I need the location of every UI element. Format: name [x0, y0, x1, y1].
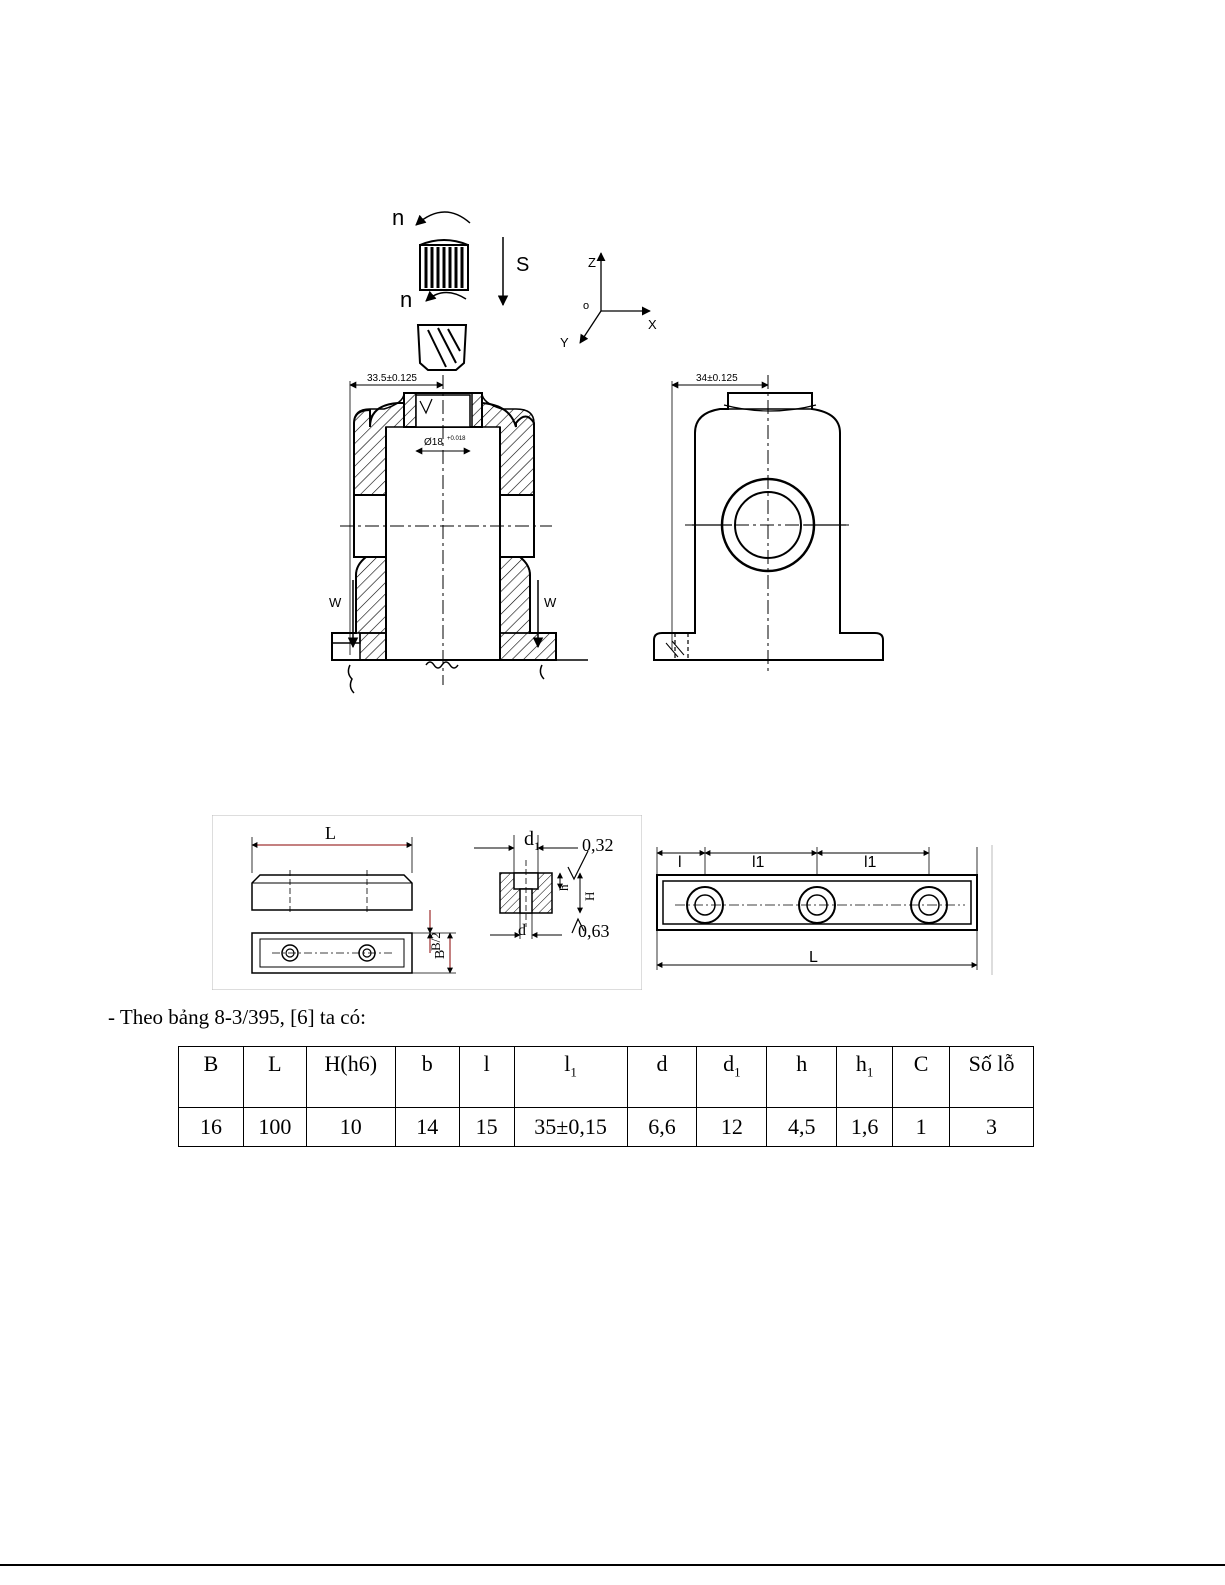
table-cell: 1 [893, 1108, 950, 1147]
table-header-cell: d1 [697, 1047, 767, 1108]
plate-top-view [252, 910, 456, 973]
hole-spacing-label: l1 [752, 854, 765, 871]
d1-label: d1 [524, 828, 540, 853]
table-header-row: B L H(h6) b l l1 d d1 h h1 C Số lỗ [179, 1047, 1034, 1108]
height-label: H [582, 892, 597, 901]
table-cell: 14 [395, 1108, 459, 1147]
feed-label: S [516, 254, 529, 276]
three-hole-strip-drawing: l l1 l1 L [645, 845, 995, 975]
axis-z-label: Z [588, 255, 596, 270]
h-label: h [556, 884, 571, 891]
hole-spacing-label: l1 [864, 854, 877, 871]
table-header-cell: H(h6) [306, 1047, 395, 1108]
axis-origin-label: o [583, 300, 589, 312]
d-label: d [518, 922, 526, 939]
table-cell: 12 [697, 1108, 767, 1147]
table-cell: 15 [459, 1108, 514, 1147]
half-b-label: B/2 [428, 932, 443, 951]
table-cell: 10 [306, 1108, 395, 1147]
roughness-bottom-label: 0,63 [578, 921, 610, 941]
reamer-tool [420, 240, 468, 290]
table-cell: 6,6 [627, 1108, 697, 1147]
table-cell: 16 [179, 1108, 244, 1147]
total-length-label: L [809, 949, 818, 966]
axis-y-label: Y [560, 335, 569, 350]
spindle-speed-label: n [392, 205, 404, 230]
table-header-cell: h1 [837, 1047, 893, 1108]
table-header-cell: b [395, 1047, 459, 1108]
dim-left-label: 33.5±0.125 [367, 373, 417, 384]
table-cell: 4,5 [767, 1108, 837, 1147]
table-cell: 3 [950, 1108, 1034, 1147]
dim-right-label: 34±0.125 [696, 373, 738, 384]
table-cell: 100 [243, 1108, 306, 1147]
rotation-arrow-icon [416, 212, 470, 225]
table-cell: 1,6 [837, 1108, 893, 1147]
drill-tool [418, 325, 466, 370]
plate-front-view [252, 837, 412, 915]
axis-x-label: X [648, 317, 657, 332]
roughness-top-label: 0,32 [582, 835, 614, 855]
support-plate-drawing: L B/2 B d1 0,32 h H d 0,6 [212, 815, 642, 990]
diameter-label: Ø18 [424, 437, 443, 448]
table-header-cell: C [893, 1047, 950, 1108]
fixture-drawing: n n S Z o X Y [320, 195, 920, 705]
strip-plate [657, 875, 977, 930]
table-header-cell: l1 [514, 1047, 627, 1108]
table-cell: 35±0,15 [514, 1108, 627, 1147]
diameter-tolerance: +0.018 [447, 436, 466, 442]
table-caption: - Theo bảng 8-3/395, [6] ta có: [108, 1005, 366, 1030]
table-row: 16 100 10 14 15 35±0,15 6,6 12 4,5 1,6 1… [179, 1108, 1034, 1147]
spindle-speed-label: n [400, 287, 412, 312]
dimension-table: B L H(h6) b l l1 d d1 h h1 C Số lỗ 16 10… [178, 1046, 1034, 1147]
table-header-cell: d [627, 1047, 697, 1108]
clamp-force-label: W [544, 595, 557, 610]
rotation-arrow-icon [426, 292, 466, 301]
width-label: B [433, 950, 448, 959]
side-view [654, 375, 883, 673]
table-header-cell: l [459, 1047, 514, 1108]
length-label: L [325, 823, 336, 843]
table-header-cell: B [179, 1047, 244, 1108]
page-bottom-rule [0, 1564, 1225, 1566]
end-spacing-label: l [678, 854, 682, 871]
table-header-cell: Số lỗ [950, 1047, 1034, 1108]
clamp-force-label: W [329, 595, 342, 610]
table-header-cell: h [767, 1047, 837, 1108]
section-view [332, 375, 588, 693]
table-header-cell: L [243, 1047, 306, 1108]
